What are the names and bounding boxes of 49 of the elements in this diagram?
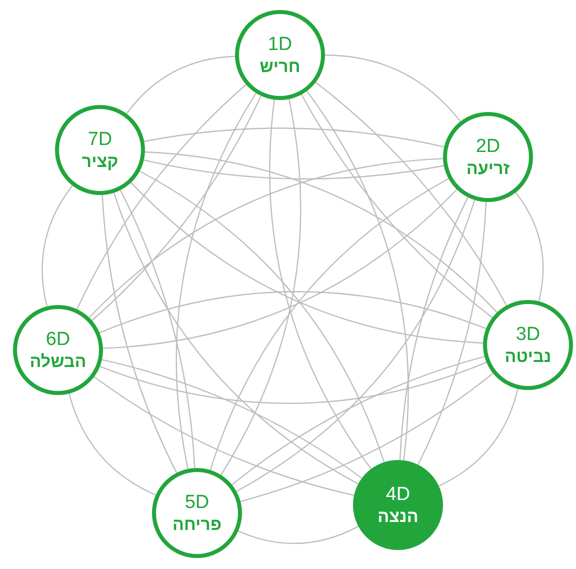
connector-arc	[42, 185, 73, 307]
stage-code: 7D	[88, 128, 112, 150]
connector-arc	[144, 128, 444, 148]
stage-name: הבשלה	[30, 350, 86, 372]
connector-arc	[88, 158, 444, 318]
stage-name: זריעה	[466, 158, 510, 178]
connector-arc	[94, 376, 354, 496]
connector-arc	[438, 388, 518, 487]
connector-arc	[144, 160, 444, 180]
stage-code: 4D	[386, 484, 410, 506]
connector-arc	[102, 194, 178, 474]
connector-arc	[92, 96, 262, 321]
connector-arc	[418, 202, 487, 465]
connector-arc	[269, 100, 372, 470]
stage-name: פריחה	[172, 514, 222, 534]
connector-arc	[238, 526, 359, 544]
connector-arc	[120, 190, 196, 468]
stage-code: 1D	[268, 34, 292, 56]
connector-arc	[315, 82, 508, 306]
stage-code: 6D	[46, 328, 70, 350]
connector-arc	[76, 84, 246, 310]
connector-arc	[220, 99, 302, 476]
stage-code: 3D	[516, 324, 540, 346]
stage-code: 5D	[184, 492, 210, 514]
connector-arc	[99, 291, 486, 334]
stage-code: 2D	[476, 136, 500, 158]
connector-arc	[139, 170, 385, 462]
connector-arc	[144, 151, 498, 313]
connector-arc	[176, 92, 257, 469]
connector-arc	[324, 54, 461, 122]
stage-name: קציר	[82, 150, 118, 172]
connector-arc	[306, 90, 409, 460]
connector-arc	[399, 197, 468, 460]
connector-arc	[102, 189, 458, 349]
connector-arc	[68, 393, 156, 496]
stage-name: הנצה	[378, 506, 418, 526]
stage-name: חריש	[260, 56, 300, 76]
connector-arc	[210, 178, 449, 470]
connector-arc	[130, 182, 484, 344]
connector-arc	[236, 200, 476, 492]
connector-arc	[232, 356, 485, 486]
stage-name: נביטה	[504, 346, 552, 366]
connector-arc	[102, 359, 362, 479]
connector-arc	[100, 362, 487, 404]
connector-arc	[126, 56, 236, 114]
connector-arc	[300, 94, 493, 318]
connector-arc	[515, 192, 544, 302]
connector-arc	[240, 372, 494, 502]
connector-arc	[113, 192, 359, 484]
